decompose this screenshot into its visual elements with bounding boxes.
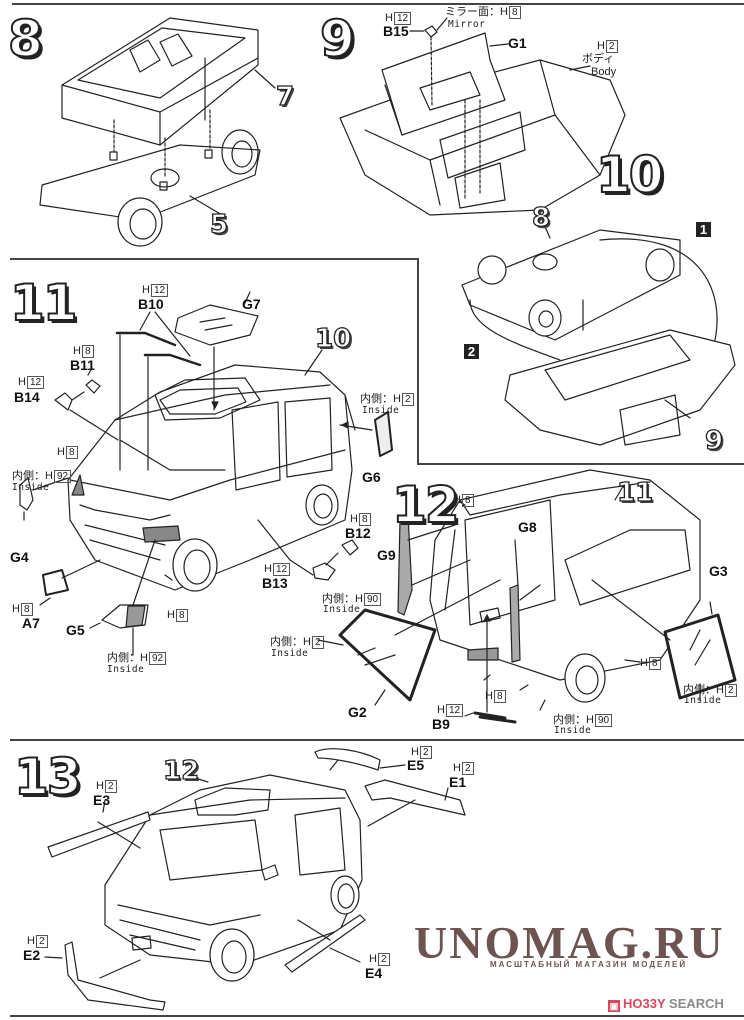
body-label-en: Body xyxy=(591,66,617,78)
brand-search: SEARCH xyxy=(665,996,724,1011)
step10-body-inverted xyxy=(469,238,736,446)
part-g1: G1 xyxy=(508,35,527,51)
g9-inside-label: Inside xyxy=(323,604,361,615)
part-g3: G3 xyxy=(709,563,728,579)
part-e3: E3 xyxy=(93,792,111,808)
part-b10: B10 xyxy=(138,296,164,312)
part-e4: E4 xyxy=(365,965,383,981)
callout-5: 5 xyxy=(209,210,229,240)
part-a7: A7 xyxy=(22,615,40,631)
step-number-10: 10 xyxy=(595,146,665,204)
ref-marker-1: 1 xyxy=(696,222,711,237)
step10-chassis-inverted xyxy=(461,214,681,341)
part-g5: G5 xyxy=(66,622,85,638)
part-b9: B9 xyxy=(432,716,450,732)
callout-8: 8 xyxy=(531,203,551,233)
step10-frame-bottom xyxy=(417,463,744,465)
ref-marker-2: 2 xyxy=(464,344,479,359)
step9-body xyxy=(339,59,626,216)
rear-inside-label: Inside xyxy=(554,725,592,736)
part-b12: B12 xyxy=(345,525,371,541)
g3-inside-label: Inside xyxy=(684,695,722,706)
step11-frame-right xyxy=(417,258,419,464)
hobby-search-brand: ▣HO33Y SEARCH xyxy=(608,996,724,1012)
part-e1: E1 xyxy=(449,774,467,790)
brand-hobby: HO33Y xyxy=(623,996,666,1011)
part-b13: B13 xyxy=(262,575,288,591)
part-b15: B15 xyxy=(383,23,409,39)
watermark-title: UNOMAG.RU xyxy=(414,917,725,968)
bottom-rule xyxy=(10,1015,744,1017)
step-number-11: 11 xyxy=(9,274,79,332)
step13-car xyxy=(104,774,363,982)
part-b11: B11 xyxy=(70,357,95,373)
callout-10: 10 xyxy=(314,324,352,354)
watermark-subtitle: МАСШТАБНЫЙ МАГАЗИН МОДЕЛЕЙ xyxy=(490,960,688,969)
step9-g1-panel xyxy=(381,32,506,136)
mirror-label-en: Mirror xyxy=(448,19,486,30)
step-number-13: 13 xyxy=(13,748,83,806)
callout-7: 7 xyxy=(275,82,295,112)
part-e2: E2 xyxy=(23,947,41,963)
part-g2: G2 xyxy=(348,704,367,720)
step-number-12: 12 xyxy=(391,476,461,534)
step-number-9: 9 xyxy=(319,10,356,68)
step9-b15-mirror-part xyxy=(409,17,591,201)
callout-11: 11 xyxy=(616,478,654,508)
step13-divider xyxy=(10,739,744,741)
step8-interior-tub xyxy=(61,17,259,146)
callout-12: 12 xyxy=(162,756,200,786)
g6-inside-label: Inside xyxy=(362,405,400,416)
step11-frame-top xyxy=(10,258,418,260)
g2-inside-label: Inside xyxy=(271,648,309,659)
g4-inside-label: Inside xyxy=(12,482,50,493)
part-g6: G6 xyxy=(362,469,381,485)
part-b14: B14 xyxy=(14,389,40,405)
part-g9: G9 xyxy=(377,547,396,563)
top-rule xyxy=(12,3,744,5)
step11-car xyxy=(67,349,356,592)
step-number-8: 8 xyxy=(7,10,44,68)
body-label-jp: ボディ xyxy=(582,53,615,65)
hobby-search-logo-icon: ▣ xyxy=(608,1000,620,1012)
part-g7: G7 xyxy=(242,296,261,312)
part-e5: E5 xyxy=(407,757,425,773)
part-g4: G4 xyxy=(10,549,29,565)
g5-inside-label: Inside xyxy=(107,664,145,675)
step8-chassis xyxy=(39,69,276,247)
part-g8: G8 xyxy=(518,519,537,535)
callout-9: 9 xyxy=(704,426,724,456)
